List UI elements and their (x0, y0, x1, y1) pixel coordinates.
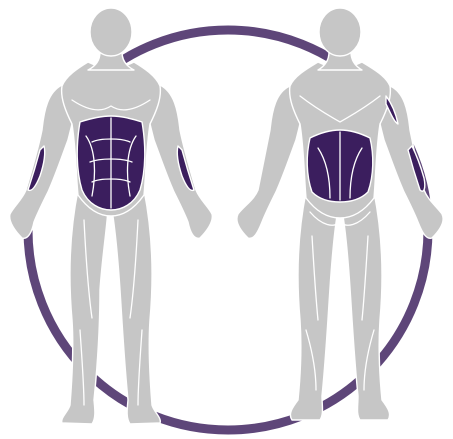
front-right-leg (112, 190, 160, 424)
back-left-leg (290, 192, 338, 420)
back-body-figure (237, 8, 443, 420)
back-head (319, 8, 361, 56)
front-head (90, 8, 132, 56)
front-body-figure (10, 8, 213, 424)
